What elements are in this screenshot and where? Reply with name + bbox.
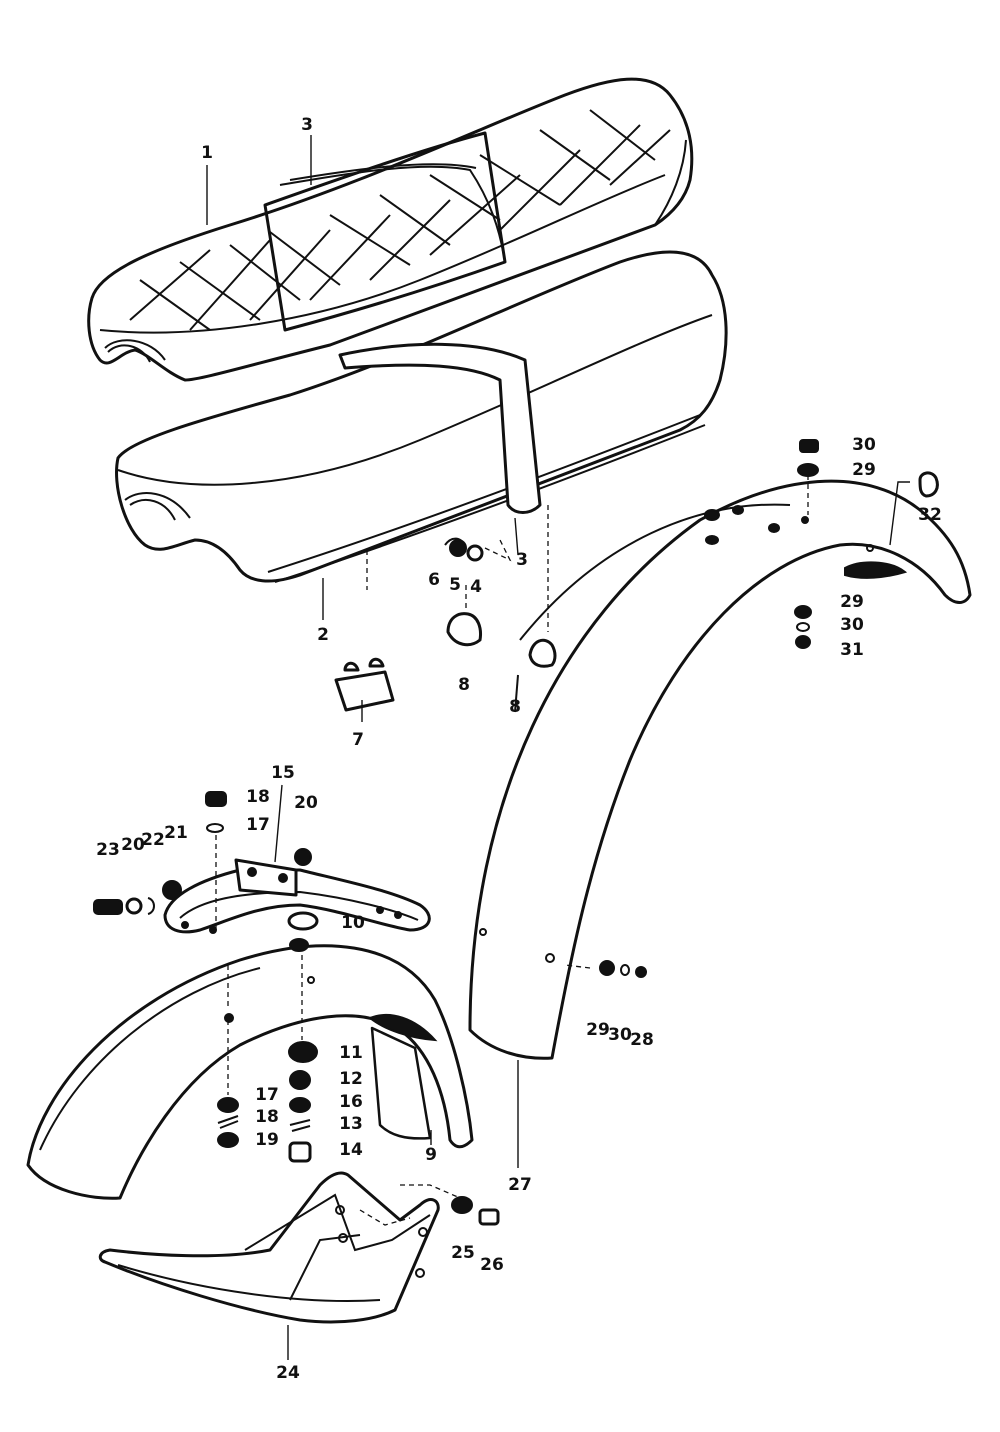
callout-12: 12: [339, 1069, 363, 1089]
callout-5: 5: [449, 575, 461, 595]
callout-32: 32: [918, 505, 942, 525]
plain-seat-part-2: [115, 250, 728, 583]
callout-7: 7: [352, 730, 364, 750]
callout-28: 28: [630, 1030, 654, 1050]
callout-19: 19: [255, 1130, 279, 1150]
callout-1: 1: [201, 143, 213, 163]
callout-26: 26: [480, 1255, 504, 1275]
callout-3: 3: [301, 115, 313, 135]
callout-6: 6: [428, 570, 440, 590]
rear-fender-part-27: [468, 479, 972, 1060]
callout-16: 16: [339, 1092, 363, 1112]
callout-20: 20: [294, 793, 318, 813]
callout-27: 27: [508, 1175, 532, 1195]
callout-8: 8: [458, 675, 470, 695]
callout-29: 29: [840, 592, 864, 612]
callout-25: 25: [451, 1243, 475, 1263]
callout-23: 23: [96, 840, 120, 860]
callout-2: 2: [317, 625, 329, 645]
front-brace-hardware: [93, 791, 319, 1163]
callout-9: 9: [425, 1145, 437, 1165]
callout-18: 18: [246, 787, 270, 807]
callout-29: 29: [586, 1020, 610, 1040]
callout-29: 29: [852, 460, 876, 480]
callout-10: 10: [341, 913, 365, 933]
callout-15: 15: [271, 763, 295, 783]
callout-14: 14: [339, 1140, 363, 1160]
callout-18: 18: [255, 1107, 279, 1127]
seat-hardware: [334, 537, 557, 713]
quilted-seat-part-1: [87, 77, 694, 382]
callout-30: 30: [608, 1025, 632, 1045]
front-fender-brace-part-15: [163, 858, 431, 934]
callout-24: 24: [276, 1363, 300, 1383]
callout-13: 13: [339, 1114, 363, 1134]
rear-fender-hardware: [599, 439, 939, 978]
callout-30: 30: [840, 615, 864, 635]
callout-30: 30: [852, 435, 876, 455]
callout-8: 8: [509, 697, 521, 717]
callout-3: 3: [516, 550, 528, 570]
callout-31: 31: [840, 640, 864, 660]
callout-21: 21: [164, 823, 188, 843]
front-fender-part-9: [26, 944, 474, 1200]
callout-17: 17: [246, 815, 270, 835]
callout-17: 17: [255, 1085, 279, 1105]
front-stand-part-24: [98, 1171, 500, 1324]
callout-22: 22: [141, 830, 165, 850]
assembly-lines: [215, 475, 910, 1226]
leader-lines: [206, 135, 519, 1360]
callout-20: 20: [121, 835, 145, 855]
callout-11: 11: [339, 1043, 363, 1063]
callout-4: 4: [470, 577, 482, 597]
